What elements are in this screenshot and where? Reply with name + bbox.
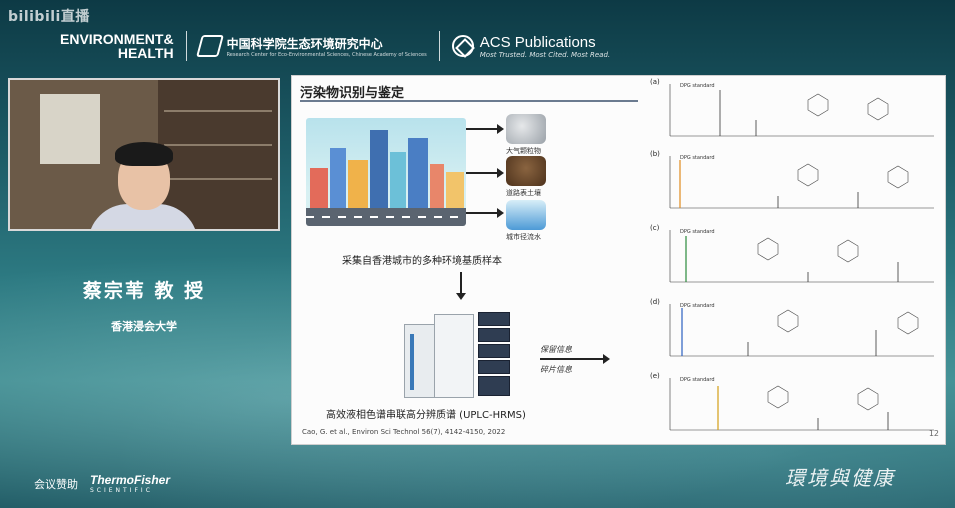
panel-tag: DPG standard (680, 303, 715, 309)
sponsor-bar: 会议赞助 ThermoFisher SCIENTIFIC (34, 473, 170, 494)
panel-tag: DPG standard (680, 229, 715, 235)
presentation-slide: 污染物识别与鉴定 大气颗粒物 道路表土壤 城市径流水 采集自香港城市的多种环境基… (291, 75, 946, 445)
header-divider (438, 31, 440, 61)
slogan-calligraphy: 環境與健康 (785, 466, 895, 490)
arrow-to-water (466, 208, 504, 218)
header-logos: ENVIRONMENT& HEALTH 中国科学院生态环境研究中心 Resear… (60, 27, 610, 65)
spectrum-plot (669, 378, 934, 431)
panel-letter: (d) (650, 298, 660, 306)
slide-title: 污染物识别与鉴定 (300, 86, 405, 101)
cas-title: 中国科学院生态环境研究中心 (226, 36, 383, 51)
arrow-to-air (466, 124, 504, 134)
water-image (506, 200, 546, 230)
spectrum-plot (669, 156, 934, 209)
spectrum-panel-a: (a) DPG standard (650, 78, 942, 148)
env-logo-line2: HEALTH (117, 45, 174, 61)
spectrum-panel-b: (b) DPG standard (650, 150, 942, 220)
sample-label-air: 大气颗粒物 (506, 147, 541, 155)
speaker-affiliation: 香港浸会大学 (111, 320, 177, 333)
header-divider (185, 31, 187, 61)
slide-page-number: 12 (928, 429, 939, 438)
uplc-hrms-instrument (404, 310, 514, 400)
thermofisher-logo: ThermoFisher SCIENTIFIC (90, 473, 170, 494)
panel-letter: (a) (650, 78, 660, 86)
acs-title: ACS Publications (479, 33, 596, 51)
sample-label-water: 城市径流水 (506, 233, 541, 241)
spectrum-plot (669, 230, 934, 283)
acs-logo: ACS Publications Most Trusted. Most Cite… (451, 33, 611, 59)
arrow-down (456, 272, 466, 300)
collect-caption: 采集自香港城市的多种环境基质样本 (342, 256, 502, 267)
speaker-name: 蔡宗苇 教 授 (82, 280, 206, 302)
acs-tagline: Most Trusted. Most Cited. Most Read. (479, 50, 611, 59)
spectrum-panel-c: (c) DPG standard (650, 224, 942, 294)
arrow-to-spectra (540, 354, 610, 364)
spectrum-panel-e: (e) DPG standard (650, 372, 942, 442)
panel-tag: DPG standard (680, 377, 715, 383)
acs-emblem-icon (451, 35, 474, 57)
air-particle-image (506, 114, 546, 144)
sponsor-name: ThermoFisher (90, 473, 171, 487)
panel-letter: (c) (650, 224, 660, 232)
cas-emblem-icon (195, 35, 224, 57)
panel-tag: DPG standard (680, 83, 715, 89)
spectrum-plot (669, 84, 934, 137)
title-underline (300, 100, 638, 102)
arrow-to-soil (466, 168, 504, 178)
note-fragments: 碎片信息 (540, 365, 572, 374)
env-logo-line1: ENVIRONMENT& (60, 31, 174, 47)
hrms-caption: 高效液相色谱串联高分辨质谱 (UPLC-HRMS) (326, 410, 526, 421)
speaker-video (8, 78, 280, 231)
soil-image (506, 156, 546, 186)
sponsor-sub: SCIENTIFIC (90, 487, 153, 494)
sample-label-soil: 道路表土壤 (506, 189, 541, 197)
panel-letter: (e) (650, 372, 660, 380)
panel-tag: DPG standard (680, 155, 715, 161)
mass-spectra-figure: (a) DPG standard (b) DPG standard (650, 76, 942, 444)
environment-health-logo: ENVIRONMENT& HEALTH (60, 32, 174, 60)
citation: Cao, G. et al., Environ Sci Technol 56(7… (302, 428, 506, 436)
cas-subtitle: Research Center for Eco-Environmental Sc… (226, 51, 427, 58)
city-illustration (306, 118, 466, 226)
cas-logo: 中国科学院生态环境研究中心 Research Center for Eco-En… (195, 35, 427, 58)
note-retention: 保留信息 (540, 345, 572, 354)
spectrum-panel-d: (d) DPG standard (650, 298, 942, 368)
bilibili-watermark: bilibili直播 (8, 9, 90, 25)
spectrum-plot (669, 304, 934, 357)
panel-letter: (b) (650, 150, 660, 158)
sponsor-label: 会议赞助 (34, 477, 78, 491)
